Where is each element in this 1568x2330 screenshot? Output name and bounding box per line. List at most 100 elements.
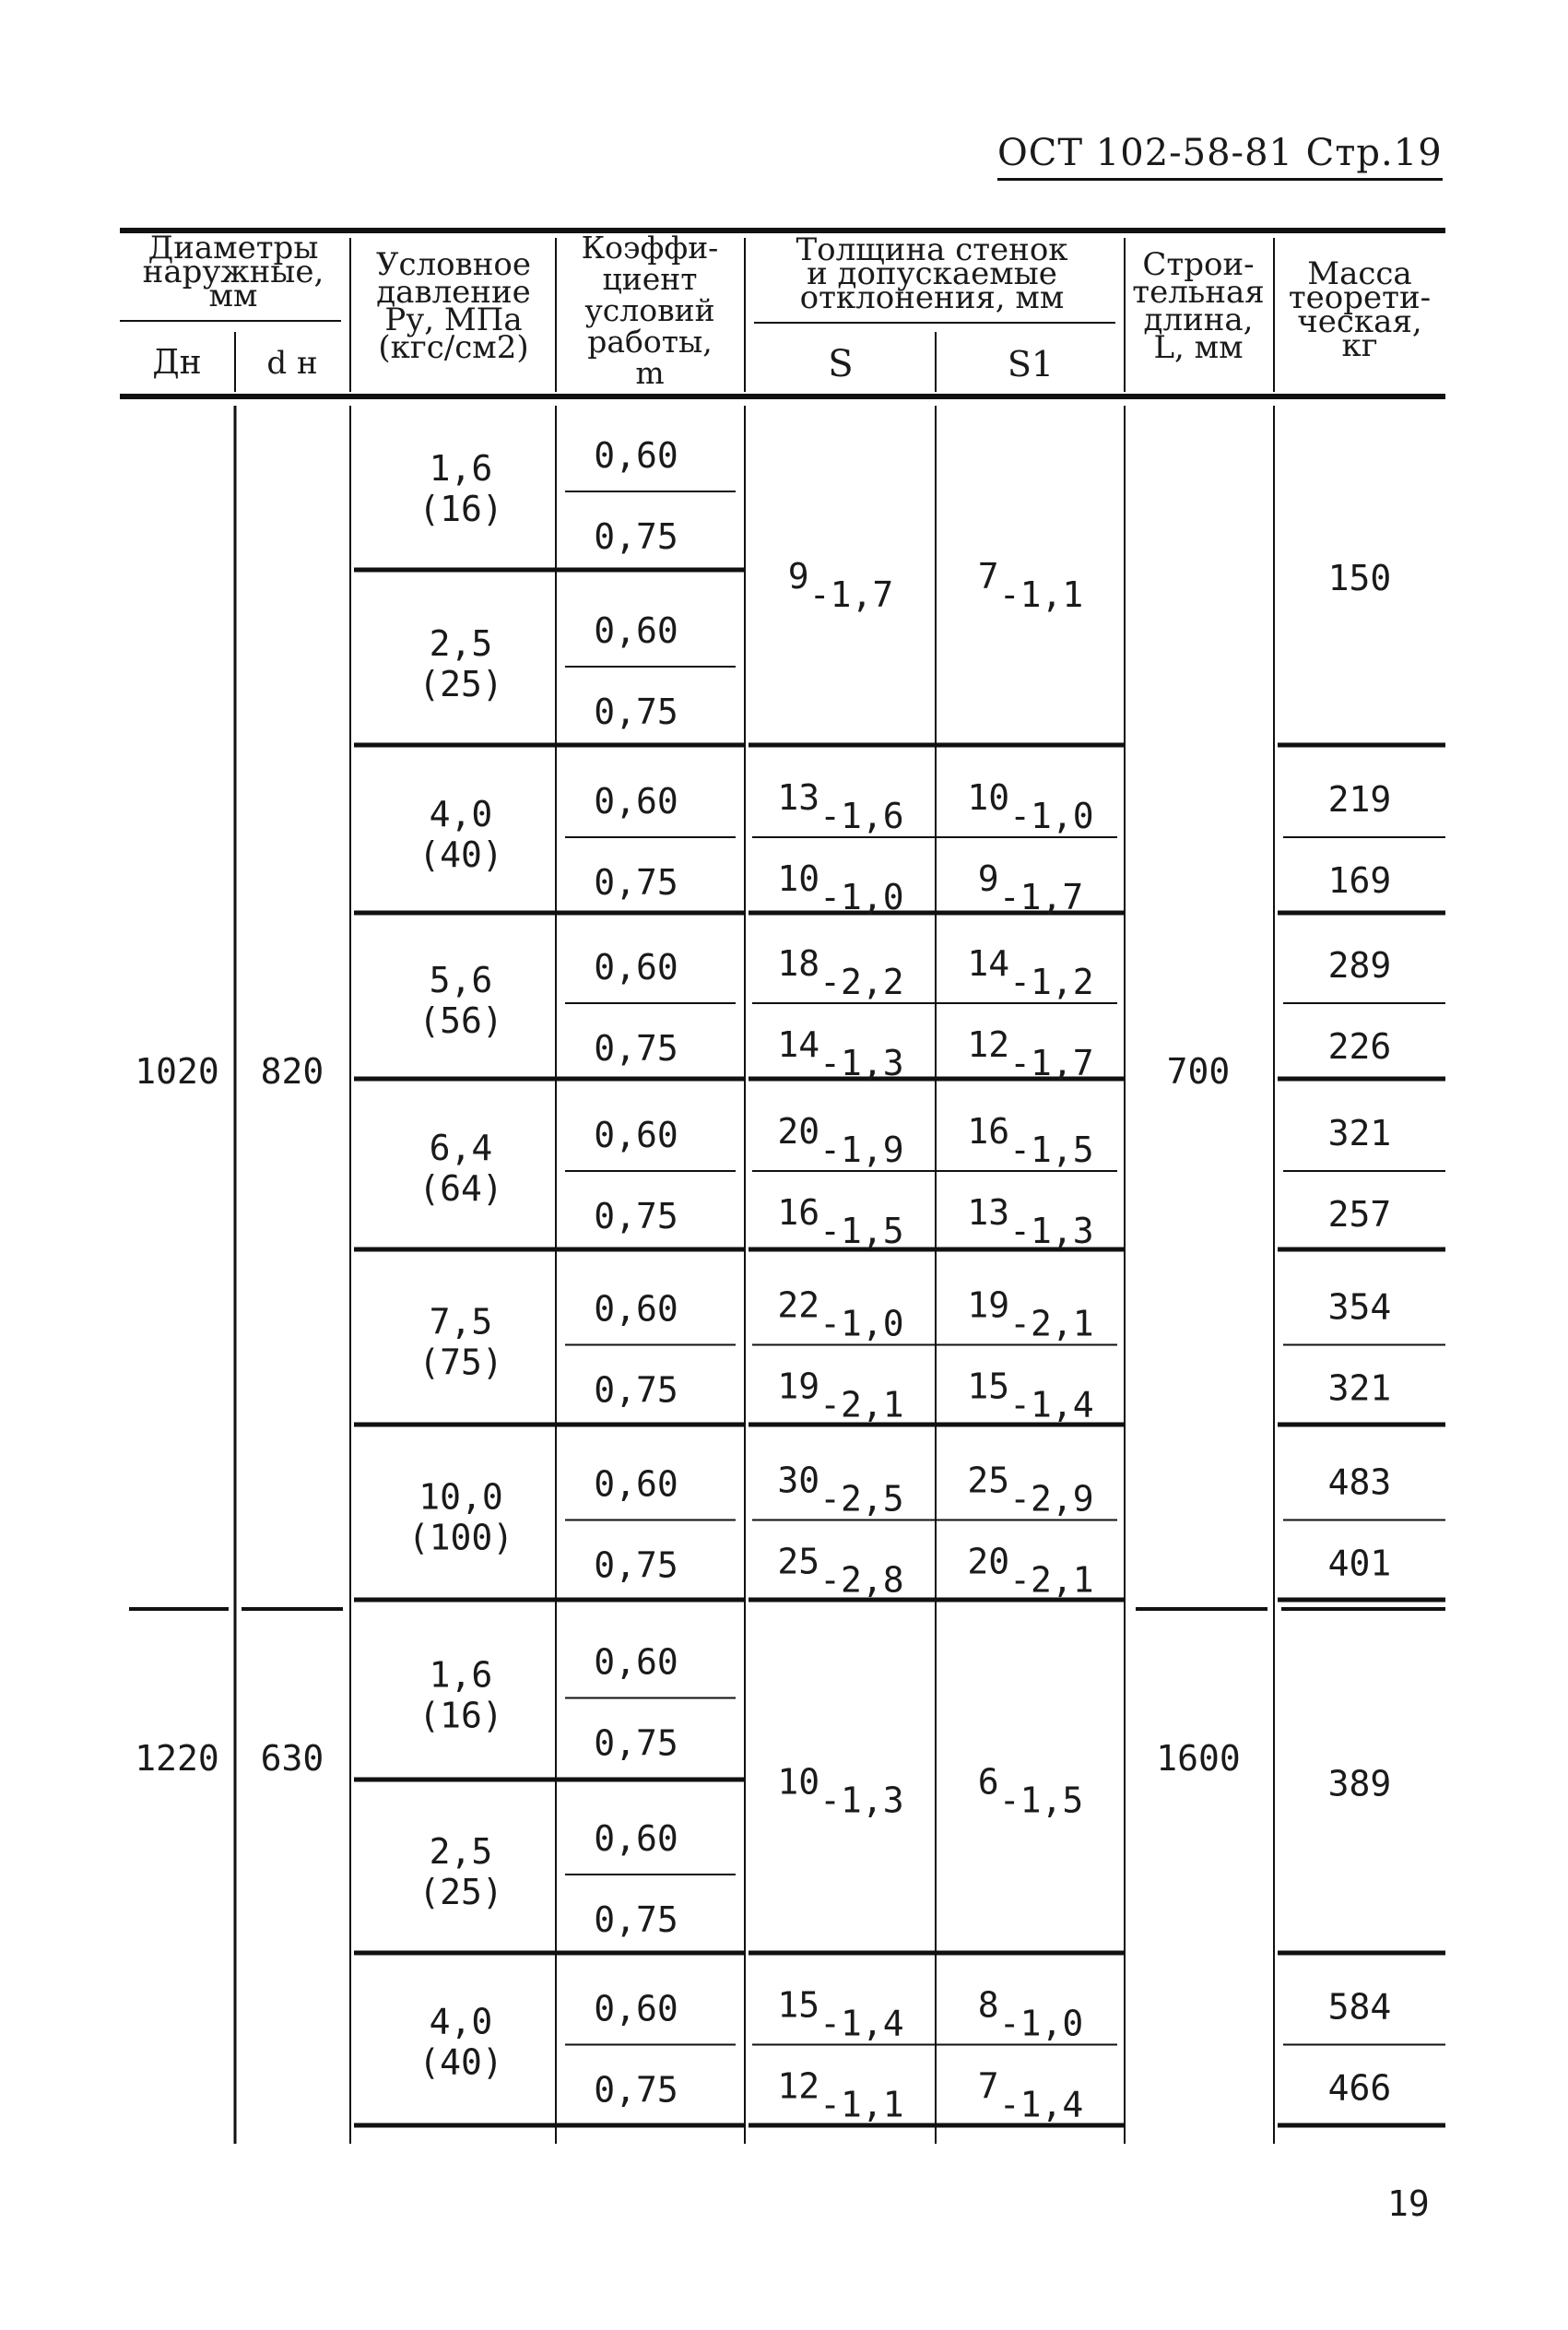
thickness-deviation: -2,1 (1009, 1560, 1094, 1601)
thickness-nominal: 14 (967, 943, 1009, 984)
thickness-deviation: -1,5 (999, 1780, 1084, 1821)
header-diameters-label: наружные, (143, 254, 324, 290)
header-pressure-label: Условное (376, 246, 531, 283)
thickness-deviation: -1,0 (1009, 796, 1094, 836)
header-coef-label: циент (603, 261, 698, 297)
coef-value: 0,60 (594, 1989, 678, 2029)
coef-value: 0,60 (594, 1642, 678, 1683)
s-value: 18-2,2 (777, 943, 903, 1002)
pressure-value: 5,6 (430, 960, 493, 1000)
header-length-label: L, мм (1153, 329, 1243, 366)
header-coef-label: условий (584, 292, 714, 328)
s1-value: 15-1,4 (967, 1366, 1093, 1425)
thickness-deviation: -1,4 (819, 2004, 904, 2044)
s1-value: 10-1,0 (967, 777, 1093, 836)
header-coef-label: работы, (587, 324, 713, 360)
thickness-deviation: -1,3 (819, 1043, 904, 1083)
header-mass-label: Масса (1307, 255, 1411, 292)
thickness-nominal: 13 (777, 777, 819, 818)
coef-value: 0,60 (594, 947, 678, 988)
s-value: 9-1,7 (788, 556, 893, 615)
coef-value: 0,75 (594, 1545, 678, 1586)
pressure-value: 7,5 (430, 1302, 493, 1342)
header-diameters-label: мм (209, 278, 258, 314)
thickness-deviation: -1,7 (1009, 1043, 1094, 1083)
s-value: 10-1,0 (777, 858, 903, 917)
mass-value: 321 (1328, 1368, 1392, 1409)
outer-diameter-value: 1020 (135, 1051, 219, 1092)
thickness-deviation: -1,0 (819, 877, 904, 917)
thickness-nominal: 10 (777, 858, 819, 899)
thickness-nominal: 15 (777, 1985, 819, 2026)
thickness-deviation: -2,2 (819, 962, 904, 1002)
header-diameters-label: Диаметры (148, 230, 319, 266)
thickness-deviation: -1,5 (819, 1211, 904, 1251)
pressure-value: 10,0 (419, 1477, 503, 1518)
coef-value: 0,60 (594, 1115, 678, 1155)
header-pressure-label: (кгс/см2) (378, 329, 528, 366)
thickness-deviation: -1,7 (999, 877, 1084, 917)
mass-value: 289 (1328, 945, 1392, 986)
coef-value: 0,60 (594, 1289, 678, 1330)
thickness-nominal: 10 (967, 777, 1009, 818)
mass-value: 389 (1328, 1764, 1392, 1804)
header-pressure-label: Ру, МПа (384, 302, 522, 338)
s-value: 15-1,4 (777, 1985, 903, 2044)
coef-value: 0,75 (594, 516, 678, 557)
header-length-label: длина, (1144, 302, 1254, 338)
header-thickness-label: Толщина стенок (796, 231, 1067, 268)
s1-value: 20-2,1 (967, 1542, 1093, 1601)
mass-value: 257 (1328, 1194, 1392, 1235)
s1-value: 7-1,1 (978, 556, 1083, 615)
s1-value: 6-1,5 (978, 1762, 1083, 1821)
s1-value: 16-1,5 (967, 1111, 1093, 1170)
coef-value: 0,75 (594, 1899, 678, 1940)
thickness-nominal: 16 (967, 1111, 1009, 1152)
thickness-nominal: 13 (967, 1192, 1009, 1233)
thickness-deviation: -1,7 (809, 574, 894, 615)
thickness-deviation: -1,6 (819, 796, 904, 836)
s-value: 25-2,8 (777, 1542, 903, 1601)
pressure-kgf-value: (40) (419, 834, 503, 875)
header-coef-label: Коэффи- (582, 230, 719, 266)
s-value: 20-1,9 (777, 1111, 903, 1170)
thickness-deviation: -1,0 (819, 1304, 904, 1344)
mass-value: 219 (1328, 779, 1392, 820)
mass-value: 150 (1328, 558, 1392, 598)
s1-value: 12-1,7 (967, 1024, 1093, 1083)
thickness-deviation: -1,5 (1009, 1130, 1094, 1170)
pressure-kgf-value: (16) (419, 1696, 503, 1736)
thickness-nominal: 19 (777, 1366, 819, 1407)
s1-value: 19-2,1 (967, 1285, 1093, 1344)
s1-value: 14-1,2 (967, 943, 1093, 1002)
mass-value: 321 (1328, 1113, 1392, 1153)
thickness-deviation: -2,1 (1009, 1304, 1094, 1344)
thickness-deviation: -1,4 (999, 2085, 1084, 2125)
s-value: 12-1,1 (777, 2066, 903, 2125)
mass-value: 226 (1328, 1026, 1392, 1067)
thickness-nominal: 9 (788, 556, 809, 597)
coef-value: 0,60 (594, 781, 678, 822)
thickness-nominal: 18 (777, 943, 819, 984)
thickness-nominal: 7 (978, 556, 999, 597)
thickness-deviation: -1,0 (999, 2004, 1084, 2044)
header-thickness-label: отклонения, мм (800, 279, 1065, 316)
thickness-nominal: 20 (967, 1542, 1009, 1582)
header-s1-label: S1 (1008, 344, 1054, 384)
pressure-kgf-value: (64) (419, 1168, 503, 1209)
pressure-value: 2,5 (430, 1831, 493, 1872)
thickness-nominal: 22 (777, 1285, 819, 1326)
outlet-diameter-value: 630 (261, 1738, 324, 1779)
mass-value: 169 (1328, 860, 1392, 901)
s-value: 14-1,3 (777, 1024, 903, 1083)
outer-diameter-value: 1220 (135, 1738, 219, 1779)
thickness-deviation: -1,2 (1009, 962, 1094, 1002)
thickness-nominal: 25 (967, 1461, 1009, 1501)
s1-value: 8-1,0 (978, 1985, 1083, 2044)
thickness-nominal: 6 (978, 1762, 999, 1803)
header-pressure-label: давление (376, 274, 531, 311)
s-value: 19-2,1 (777, 1366, 903, 1425)
thickness-nominal: 30 (777, 1461, 819, 1501)
coef-value: 0,75 (594, 1723, 678, 1764)
